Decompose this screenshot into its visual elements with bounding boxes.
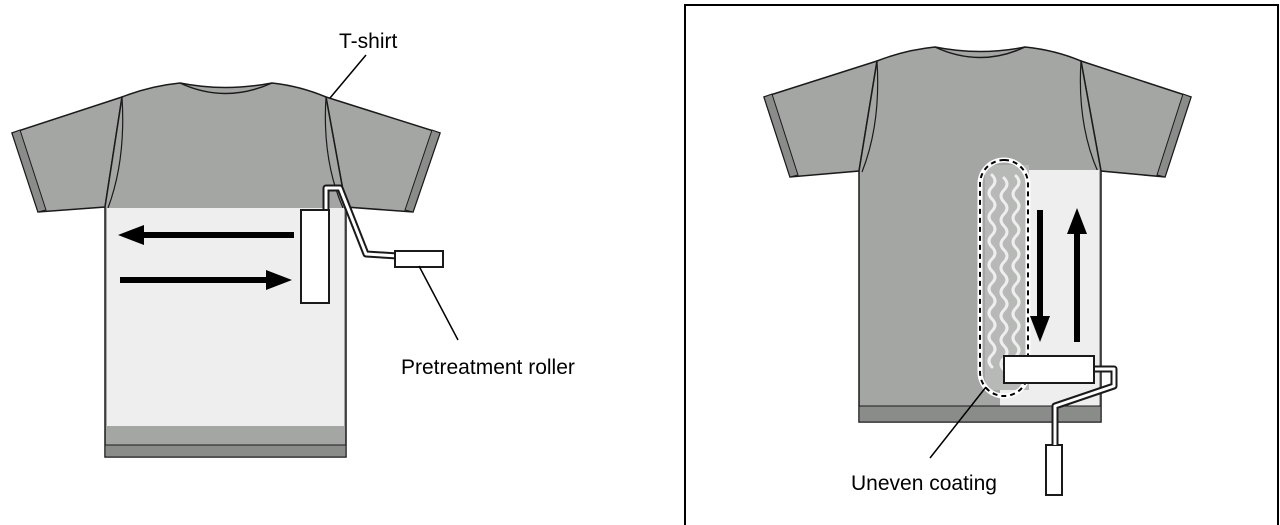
roller-cylinder	[1004, 356, 1094, 383]
roller-label: Pretreatment roller	[401, 356, 575, 379]
uneven-label: Uneven coating	[851, 472, 997, 495]
right-illustration: Uneven coating	[685, 5, 1278, 525]
bottom-hem	[859, 406, 1101, 422]
left-sleeve	[12, 97, 122, 212]
roller-handle	[395, 251, 443, 267]
roller-handle	[1046, 445, 1062, 495]
left-sleeve	[764, 61, 877, 177]
roller-leader-line	[419, 266, 458, 340]
left-illustration: T-shirt Pretreatment roller	[12, 30, 575, 457]
bottom-hem	[105, 445, 346, 457]
tshirt-leader-line	[330, 55, 366, 98]
tshirt-label: T-shirt	[339, 30, 398, 53]
roller-cylinder	[301, 210, 329, 303]
